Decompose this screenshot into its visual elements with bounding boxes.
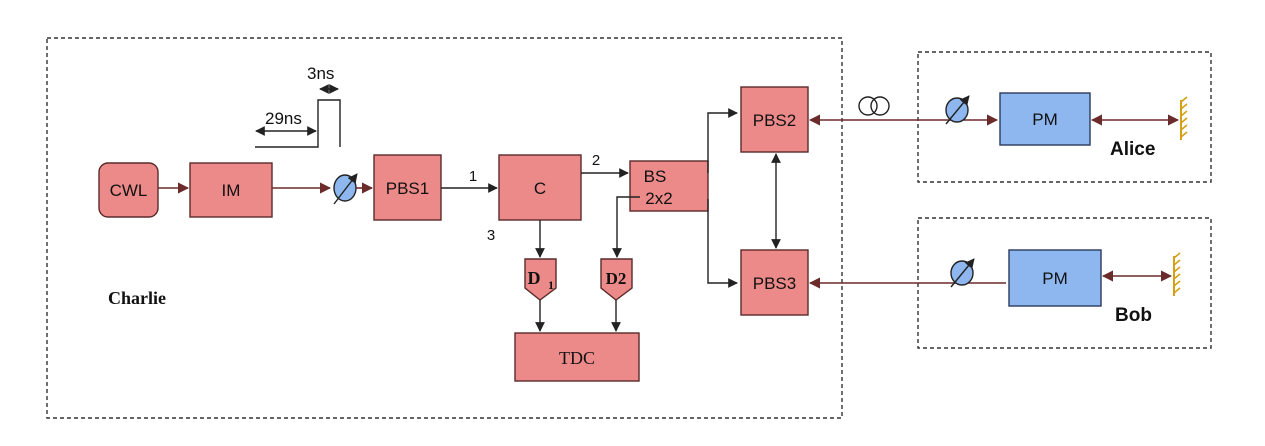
alice-pm-label: PM — [1032, 110, 1058, 129]
pbs3-label: PBS3 — [753, 274, 796, 293]
beam-splitter: BS 2x2 — [629, 160, 709, 212]
port-2-label: 2 — [592, 152, 600, 169]
bob-label: Bob — [1115, 305, 1152, 326]
intensity-modulator: IM — [189, 162, 273, 218]
fiber-spool-icon — [858, 96, 890, 116]
bob-polarization-controller-icon — [950, 258, 975, 288]
pulse-timing-diagram: 29ns 3ns — [255, 64, 341, 148]
bob-mirror-icon — [1173, 252, 1181, 296]
d2-label: D2 — [606, 269, 627, 288]
pulse-width-label: 3ns — [307, 64, 334, 83]
alice-label: Alice — [1110, 139, 1155, 160]
alice-polarization-controller-icon — [945, 95, 970, 125]
pbs3: PBS3 — [740, 249, 809, 316]
pulse-period-label: 29ns — [265, 109, 302, 128]
bob-pm-label: PM — [1042, 269, 1068, 288]
bob-phase-modulator: PM — [1008, 249, 1102, 307]
bs-to-pbs2-link — [707, 108, 738, 173]
circulator-label: C — [534, 179, 546, 198]
bs-to-pbs3-link — [707, 199, 738, 288]
pbs2: PBS2 — [740, 86, 809, 153]
alice-phase-modulator: PM — [999, 92, 1091, 146]
tdc-label: TDC — [559, 348, 595, 368]
tdc: TDC — [514, 332, 640, 382]
circulator: C — [498, 154, 582, 221]
detector-d1: D 1 — [524, 258, 557, 301]
port-1-label: 1 — [469, 168, 477, 185]
cwl-label: CWL — [110, 181, 148, 200]
charlie-enclosure — [46, 37, 843, 419]
port-3-label: 3 — [487, 227, 495, 244]
pbs1: PBS1 — [373, 154, 442, 221]
cwl-laser: CWL — [98, 162, 159, 218]
pbs2-label: PBS2 — [753, 111, 796, 130]
im-label: IM — [222, 181, 241, 200]
d1-subscript: 1 — [548, 278, 554, 292]
bs-label-line1: BS — [644, 167, 667, 186]
bs-to-d2-link — [612, 196, 640, 258]
d1-label: D — [528, 268, 541, 288]
pbs1-label: PBS1 — [386, 179, 429, 198]
detector-d2: D2 — [600, 258, 633, 301]
bs-label-line2: 2x2 — [645, 189, 672, 208]
alice-mirror-icon — [1180, 96, 1188, 140]
charlie-label: Charlie — [108, 288, 166, 308]
polarization-controller-icon — [333, 173, 358, 205]
